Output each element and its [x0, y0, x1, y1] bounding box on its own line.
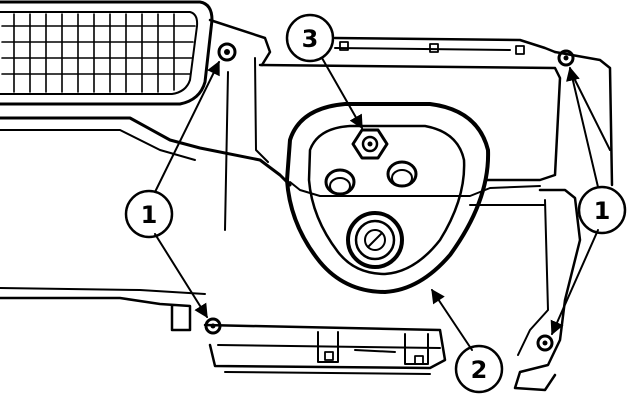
screw-bottom-left: [204, 317, 222, 335]
callout-1-left-label: 1: [141, 201, 158, 229]
grille: [0, 0, 214, 106]
housing: [0, 18, 614, 392]
valve-assembly: [285, 102, 491, 294]
callout-2: 2: [454, 344, 504, 394]
callout-1-right-label: 1: [594, 197, 611, 225]
callout-1-left: 1: [124, 189, 174, 239]
screw-top-right: [557, 49, 575, 67]
callout-1-right: 1: [577, 185, 627, 235]
nut: [351, 128, 389, 160]
screw-top-left: [217, 42, 237, 62]
callout-3-label: 3: [302, 25, 319, 53]
callout-3: 3: [285, 13, 335, 63]
leader-lines: [154, 57, 599, 351]
callout-2-label: 2: [471, 356, 488, 384]
screw-bottom-right: [536, 334, 554, 352]
